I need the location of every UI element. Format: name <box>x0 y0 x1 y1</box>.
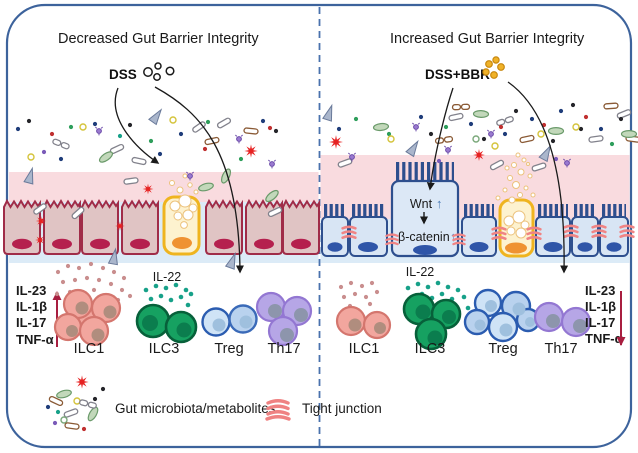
dss-label: DSS <box>109 67 137 82</box>
th17-nuclei <box>546 314 587 333</box>
left-ilc1-group: ILC1 <box>53 261 133 357</box>
ilc1-nuclei <box>348 318 386 334</box>
dss-bbr-label: DSS+BBR <box>425 67 490 82</box>
ilc1-nuclei <box>66 301 117 342</box>
left-goblet-cell <box>162 173 201 256</box>
right-epithelium: Wnt ↑ β-catenin ↑ <box>321 152 635 258</box>
cytokine-tnfa: TNF-α <box>585 331 623 346</box>
left-immune-row: IL-23 IL-1β IL-17 TNF-α <box>16 261 313 357</box>
right-panel-title: Increased Gut Barrier Integrity <box>390 31 585 47</box>
treg-label: Treg <box>214 341 243 357</box>
ilc3-nuclei <box>142 315 192 338</box>
tight-junction-legend-label: Tight junction <box>302 401 382 416</box>
il22-label: IL-22 <box>406 265 435 279</box>
microbiota-legend-label: Gut microbiota/metabolites <box>115 401 276 416</box>
bbr-molecules-icon <box>482 56 505 79</box>
cytokine-il17: IL-17 <box>16 315 46 330</box>
right-goblet-cell <box>495 152 536 258</box>
right-arrow-to-immune-cells <box>507 81 569 274</box>
left-panel: Decreased Gut Barrier Integrity <box>3 31 320 357</box>
wnt-up-arrow: ↑ <box>436 196 443 211</box>
dss-bbr-treatment: DSS+BBR <box>425 56 505 82</box>
left-cytokine-list: IL-23 IL-1β IL-17 TNF-α <box>16 283 62 347</box>
left-arrow-to-epithelium <box>114 87 160 164</box>
right-arrow-to-epithelium <box>426 87 454 191</box>
wnt-label: Wnt <box>410 197 433 211</box>
right-panel: Increased Gut Barrier Integrity <box>320 31 638 357</box>
left-epithelium <box>3 173 320 256</box>
ilc3-label: ILC3 <box>415 341 446 357</box>
cytokine-il23: IL-23 <box>585 283 615 298</box>
th17-nuclei <box>268 304 308 342</box>
tight-junction-legend-icon <box>265 399 291 421</box>
cytokine-tnfa: TNF-α <box>16 332 54 347</box>
cytokine-il17: IL-17 <box>585 315 615 330</box>
left-treg-group: Treg <box>201 304 258 357</box>
cytokine-il1b: IL-1β <box>585 299 616 314</box>
cytokine-il23: IL-23 <box>16 283 46 298</box>
treg-nuclei <box>474 300 535 337</box>
cytokine-il1b: IL-1β <box>16 299 47 314</box>
il22-label: IL-22 <box>153 270 182 284</box>
right-immune-row: ILC1 IL-22 ILC3 <box>335 265 626 357</box>
th17-label: Th17 <box>267 341 300 357</box>
right-mucus-layer <box>320 155 630 219</box>
ilc3-nuclei <box>415 304 456 346</box>
ilc1-secretion-dots <box>338 280 380 309</box>
right-ilc3-group: IL-22 ILC3 <box>402 265 471 357</box>
right-treg-group: Treg <box>463 288 541 357</box>
right-ilc1-group: ILC1 <box>335 280 392 357</box>
th17-label: Th17 <box>544 341 577 357</box>
left-panel-title: Decreased Gut Barrier Integrity <box>58 31 259 47</box>
right-epithelial-cells <box>321 204 629 257</box>
ilc1-secretion-dots <box>54 261 133 303</box>
treg-label: Treg <box>488 341 517 357</box>
ilc1-label: ILC1 <box>349 341 380 357</box>
ilc3-label: ILC3 <box>149 341 180 357</box>
right-cytokine-list: IL-23 IL-1β IL-17 TNF-α <box>585 283 626 346</box>
right-th17-group: Th17 <box>533 301 592 357</box>
beta-catenin-label: β-catenin <box>398 230 450 244</box>
wnt-signaling-cell: Wnt ↑ β-catenin ↑ <box>390 162 460 258</box>
left-ilc3-group: IL-22 ILC3 <box>135 270 198 357</box>
legend: Gut microbiota/metabolites Tight junctio… <box>45 375 382 432</box>
left-th17-group: Th17 <box>255 291 313 357</box>
dss-molecules-icon <box>143 62 175 81</box>
ilc1-label: ILC1 <box>74 341 105 357</box>
left-arrow-to-immune-cells <box>154 86 244 274</box>
dss-treatment: DSS <box>109 62 175 82</box>
